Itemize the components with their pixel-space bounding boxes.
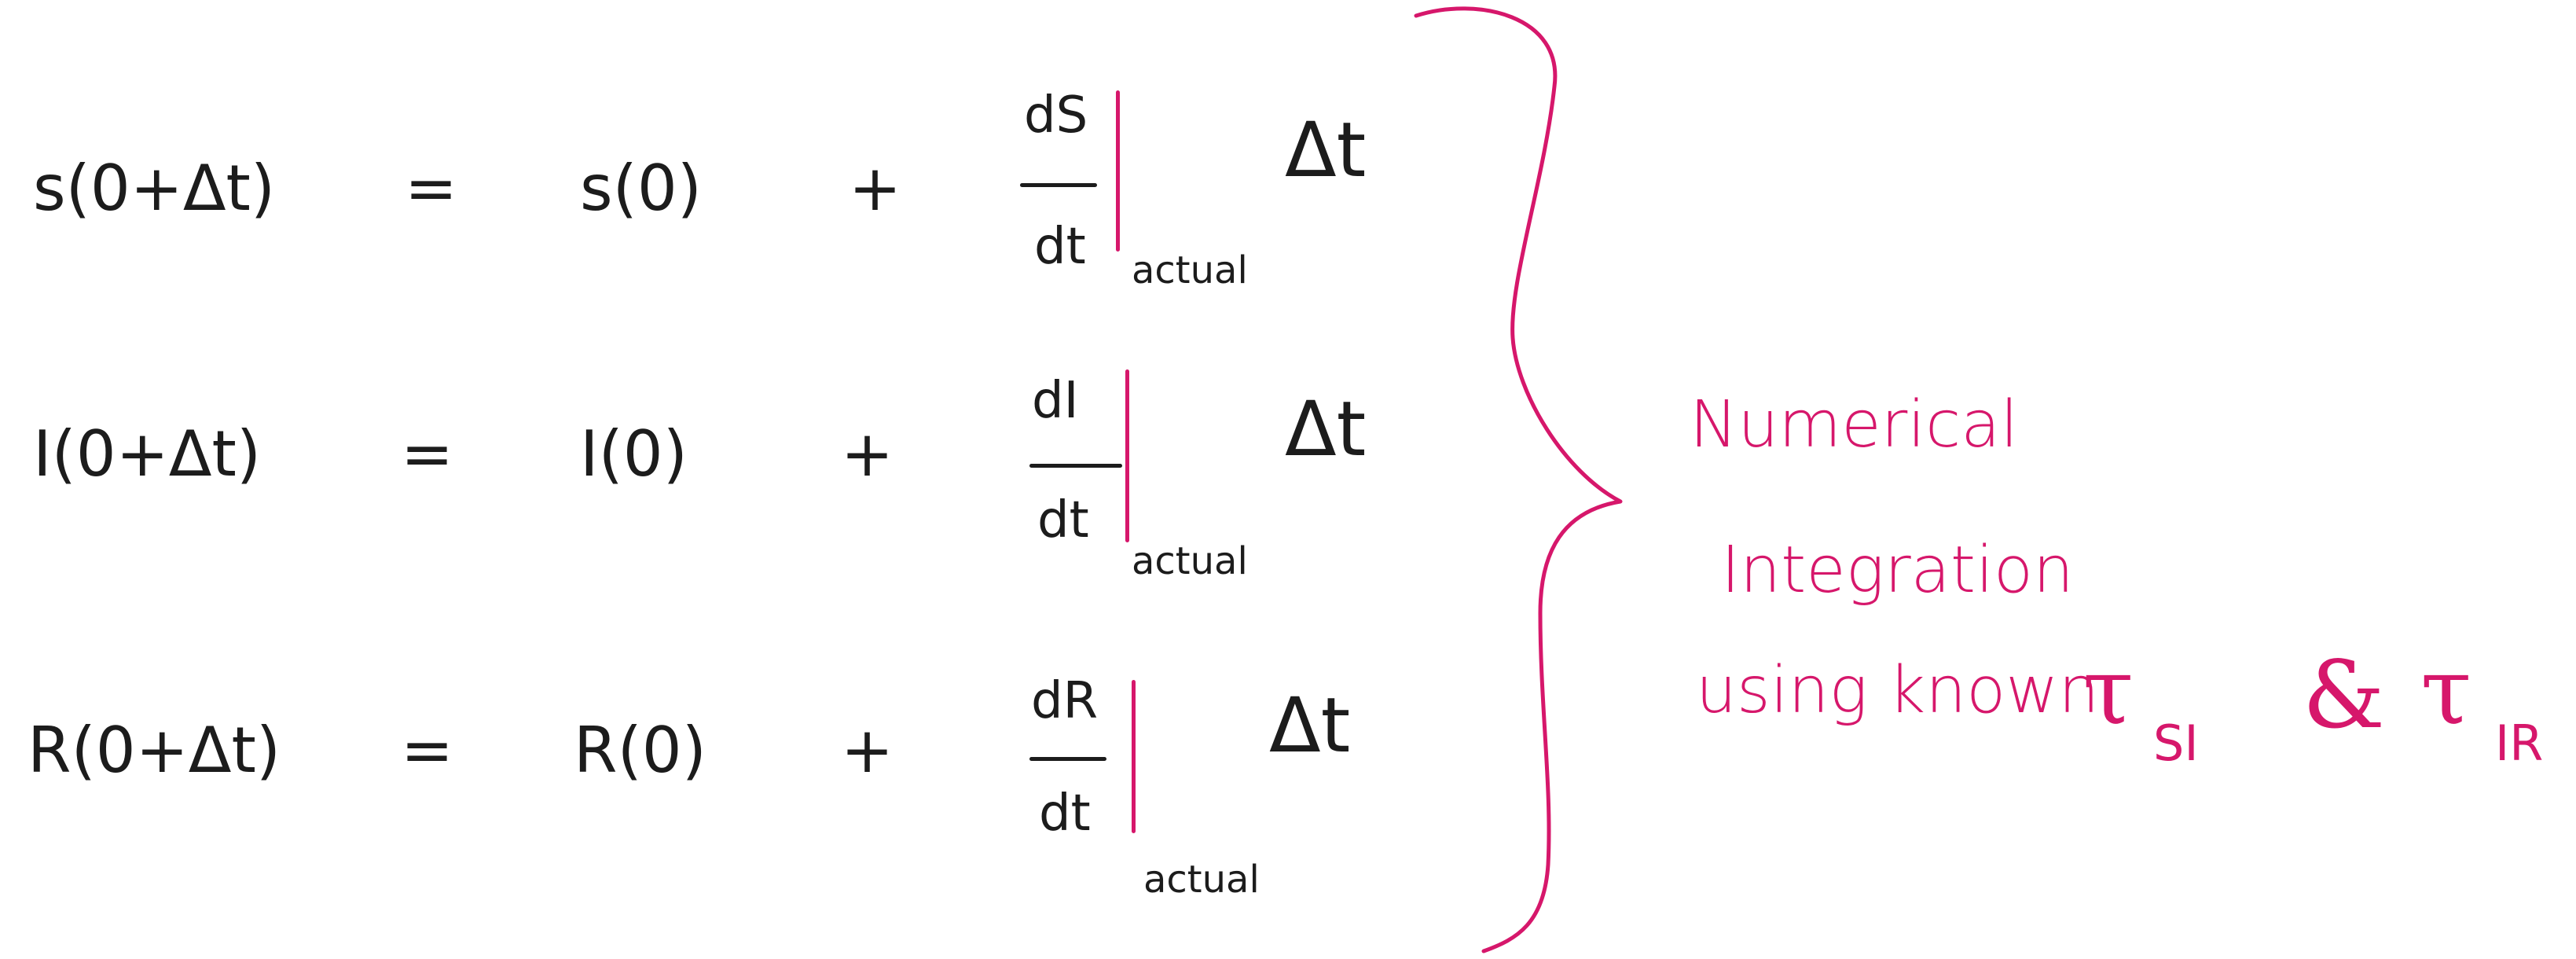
tau-ir-subscript: IR [2495,715,2544,772]
evaluation-bar [1125,369,1129,542]
tau-ir-symbol: τ [2420,637,2472,745]
fraction-bar [1029,757,1106,761]
term-s0: s(0) [580,152,702,225]
lhs-i: I(0+Δt) [33,417,262,491]
plus-sign: + [849,152,902,225]
delta-t: Δt [1269,682,1351,770]
numerator-ds: dS [1024,86,1088,145]
plus-sign: + [841,714,894,787]
equals-sign: = [405,152,458,225]
term-r0: R(0) [574,714,706,787]
numerator-dr: dR [1031,672,1099,730]
delta-t: Δt [1285,106,1367,194]
plus-sign: + [841,417,894,491]
numerator-di: dI [1032,372,1079,430]
term-i0: I(0) [580,417,688,491]
annotation-line-using-known: using known [1696,653,2100,728]
evaluation-bar [1116,90,1120,252]
equals-sign: = [401,417,454,491]
fraction-bar [1029,464,1122,468]
denominator-dt: dt [1034,218,1086,276]
denominator-dt: dt [1039,784,1091,843]
lhs-r: R(0+Δt) [28,714,281,787]
subscript-actual: actual [1132,248,1248,292]
subscript-actual: actual [1132,539,1248,583]
tau-si-symbol: τ [2082,637,2134,745]
annotation-line-numerical: Numerical [1690,388,2019,462]
evaluation-bar [1132,680,1136,833]
ampersand: & [2303,641,2386,749]
delta-t: Δt [1285,385,1367,473]
annotation-line-integration: Integration [1721,533,2074,608]
equals-sign: = [401,714,454,787]
lhs-s: s(0+Δt) [33,152,276,225]
fraction-bar [1020,183,1097,187]
denominator-dt: dt [1037,491,1089,549]
tau-si-subscript: SI [2153,715,2199,772]
subscript-actual: actual [1143,858,1260,902]
